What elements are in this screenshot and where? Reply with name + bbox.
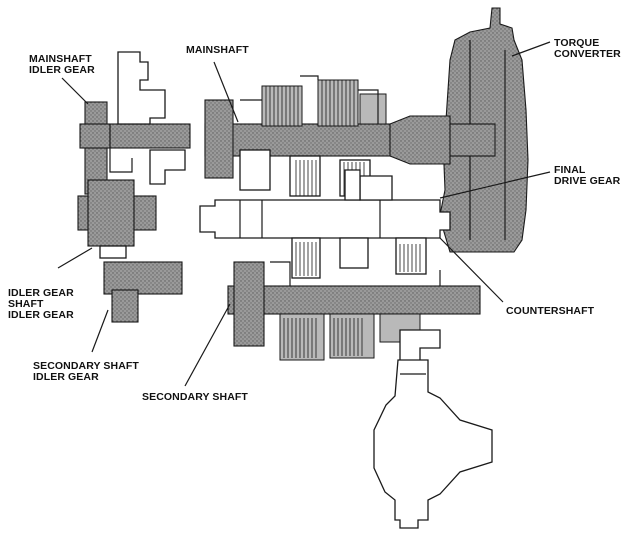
label-line: MAINSHAFT [29, 53, 92, 65]
label-line: IDLER GEAR [8, 287, 74, 299]
label-line: SECONDARY SHAFT [33, 360, 139, 372]
label-line: SHAFT [8, 298, 44, 310]
label-line: SECONDARY SHAFT [142, 391, 248, 403]
label-countershaft: COUNTERSHAFT [506, 306, 594, 317]
leader-lines [57, 41, 551, 387]
mainshaft-assembly [204, 75, 496, 197]
label-secondary-shaft-idler-gear: SECONDARY SHAFT IDLER GEAR [33, 361, 139, 383]
label-line: CONVERTER [554, 48, 621, 60]
label-mainshaft: MAINSHAFT [186, 45, 249, 56]
label-line: IDLER GEAR [8, 309, 74, 321]
mainshaft-idler-gear [79, 51, 191, 195]
label-idler-gear-shaft-idler-gear: IDLER GEAR SHAFT IDLER GEAR [8, 288, 74, 321]
label-line: MAINSHAFT [186, 44, 249, 56]
secondary-shaft-assembly [227, 261, 481, 363]
differential-assembly [373, 359, 493, 529]
secondary-shaft-idler-gear [103, 261, 183, 323]
label-line: FINAL [554, 164, 586, 176]
label-secondary-shaft: SECONDARY SHAFT [142, 392, 248, 403]
label-mainshaft-idler-gear: MAINSHAFT IDLER GEAR [29, 54, 95, 76]
idler-gear-shaft-idler-gear [77, 179, 157, 259]
label-line: DRIVE GEAR [554, 175, 621, 187]
label-line: IDLER GEAR [29, 64, 95, 76]
label-final-drive-gear: FINAL DRIVE GEAR [554, 165, 620, 187]
label-torque-converter: TORQUE CONVERTER [554, 38, 621, 60]
label-line: COUNTERSHAFT [506, 305, 595, 317]
label-line: TORQUE [554, 37, 600, 49]
label-line: IDLER GEAR [33, 371, 99, 383]
countershaft [199, 169, 451, 279]
